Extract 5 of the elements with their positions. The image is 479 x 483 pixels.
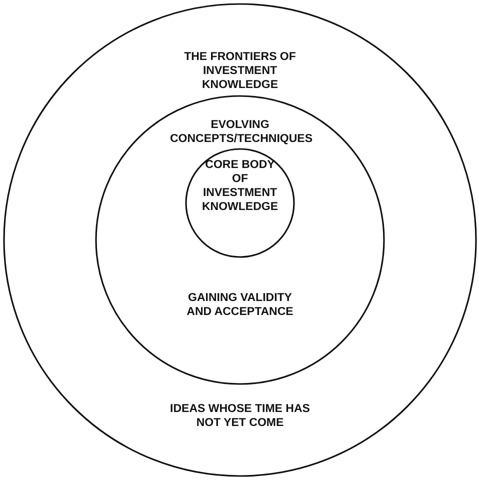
circle-label: EVOLVING CONCEPTS/TECHNIQUES: [170, 118, 310, 146]
circle-label: CORE BODY OF INVESTMENT KNOWLEDGE: [202, 158, 278, 214]
circle-label: GAINING VALIDITY AND ACCEPTANCE: [186, 291, 294, 319]
circle-label: IDEAS WHOSE TIME HAS NOT YET COME: [170, 402, 310, 430]
circle-label: THE FRONTIERS OF INVESTMENT KNOWLEDGE: [183, 50, 297, 92]
